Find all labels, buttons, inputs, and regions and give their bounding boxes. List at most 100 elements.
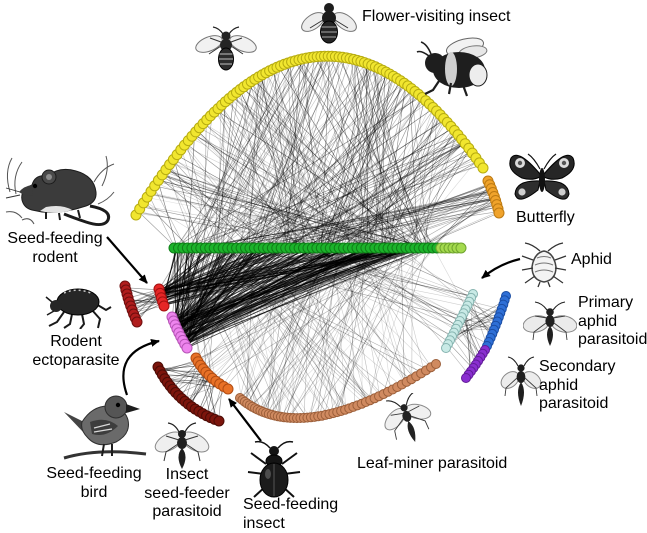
rodent-ectoparasite-nodes <box>119 280 143 328</box>
network-link <box>433 247 467 309</box>
network-link <box>354 59 387 249</box>
network-link <box>184 247 428 345</box>
insect-seed-feeder-parasitoid-nodes <box>152 361 225 427</box>
leaf-miner-parasitoid-illustration <box>384 393 432 443</box>
network-link <box>377 67 382 249</box>
network-link <box>188 61 294 249</box>
network-link <box>322 82 404 249</box>
network-link <box>276 67 305 249</box>
butterfly-nodes <box>482 175 505 219</box>
network-link <box>162 174 410 249</box>
network-link <box>318 56 359 249</box>
network-link <box>180 364 201 398</box>
network-link <box>214 60 297 249</box>
network-link <box>263 127 453 249</box>
network-link <box>451 336 474 368</box>
network-link <box>416 201 497 249</box>
network-link <box>190 372 207 407</box>
network-link <box>332 247 408 414</box>
network-link <box>248 76 259 249</box>
network-link <box>228 247 349 409</box>
network-link <box>351 59 356 249</box>
network-link <box>390 111 438 249</box>
network-link <box>301 59 325 249</box>
network-link <box>163 247 188 306</box>
aphid-illustration <box>521 242 567 288</box>
network-link <box>383 84 406 249</box>
network-link <box>168 380 216 385</box>
network-link <box>250 247 419 407</box>
network-link <box>249 56 321 249</box>
honeybee-illustration <box>195 26 257 71</box>
network-link <box>222 81 252 249</box>
network-link <box>326 63 369 249</box>
network-link <box>455 315 500 329</box>
seed-feeding-rodent-illustration <box>5 155 115 227</box>
network-link <box>298 59 395 249</box>
network-link <box>456 300 505 327</box>
network-link <box>207 387 227 417</box>
network-link <box>358 67 377 249</box>
seed-feeding-bird-node <box>181 342 193 354</box>
network-link <box>198 247 343 363</box>
network-link <box>424 111 438 249</box>
network-link <box>159 177 243 249</box>
network-link <box>471 296 495 329</box>
network-link <box>256 56 325 249</box>
network-link <box>213 63 367 249</box>
network-link <box>176 247 285 330</box>
network-link <box>361 81 402 249</box>
network-link <box>164 170 204 249</box>
network-link <box>241 247 343 400</box>
network-link <box>218 102 429 249</box>
network-link <box>214 90 240 249</box>
network-link <box>177 247 416 332</box>
network-link <box>215 110 292 249</box>
network-link <box>141 205 402 249</box>
network-link <box>285 63 353 249</box>
network-link <box>469 301 502 310</box>
insect-seed-feeder-parasitoid-label: Insect seed-feeder parasitoid <box>144 466 230 520</box>
network-link <box>317 184 490 249</box>
network-link <box>217 109 304 249</box>
network-link <box>271 57 311 249</box>
network-link <box>211 385 223 419</box>
network-link <box>354 247 381 396</box>
network-link <box>193 134 459 249</box>
network-link <box>203 123 366 249</box>
network-link <box>410 88 429 249</box>
network-link <box>307 247 370 418</box>
network-link <box>324 161 479 249</box>
network-link <box>368 85 408 249</box>
network-link <box>220 105 327 249</box>
network-link <box>183 145 264 249</box>
network-link <box>136 213 396 249</box>
network-link <box>214 247 432 381</box>
network-link <box>309 247 378 418</box>
network-link <box>222 197 495 249</box>
network-link <box>222 65 374 249</box>
network-link <box>282 190 493 249</box>
network-link <box>247 84 405 249</box>
network-link <box>325 247 367 402</box>
network-link <box>161 247 289 301</box>
network-link <box>176 154 344 249</box>
network-link <box>158 247 239 291</box>
network-link <box>273 56 342 249</box>
network-link <box>204 247 345 371</box>
network-link <box>251 81 345 249</box>
network-link <box>129 290 160 305</box>
network-link <box>199 127 416 249</box>
network-link <box>163 247 379 306</box>
network-link <box>299 59 436 249</box>
network-link <box>182 154 474 249</box>
seed-feeding-rodent-nodes <box>153 283 170 312</box>
butterfly-label: Butterfly <box>516 209 575 226</box>
network-link <box>453 332 479 361</box>
network-link <box>213 101 226 249</box>
network-link <box>360 114 441 249</box>
network-link <box>282 141 464 249</box>
network-link <box>272 188 492 249</box>
network-link <box>254 79 361 249</box>
network-link <box>318 80 401 249</box>
